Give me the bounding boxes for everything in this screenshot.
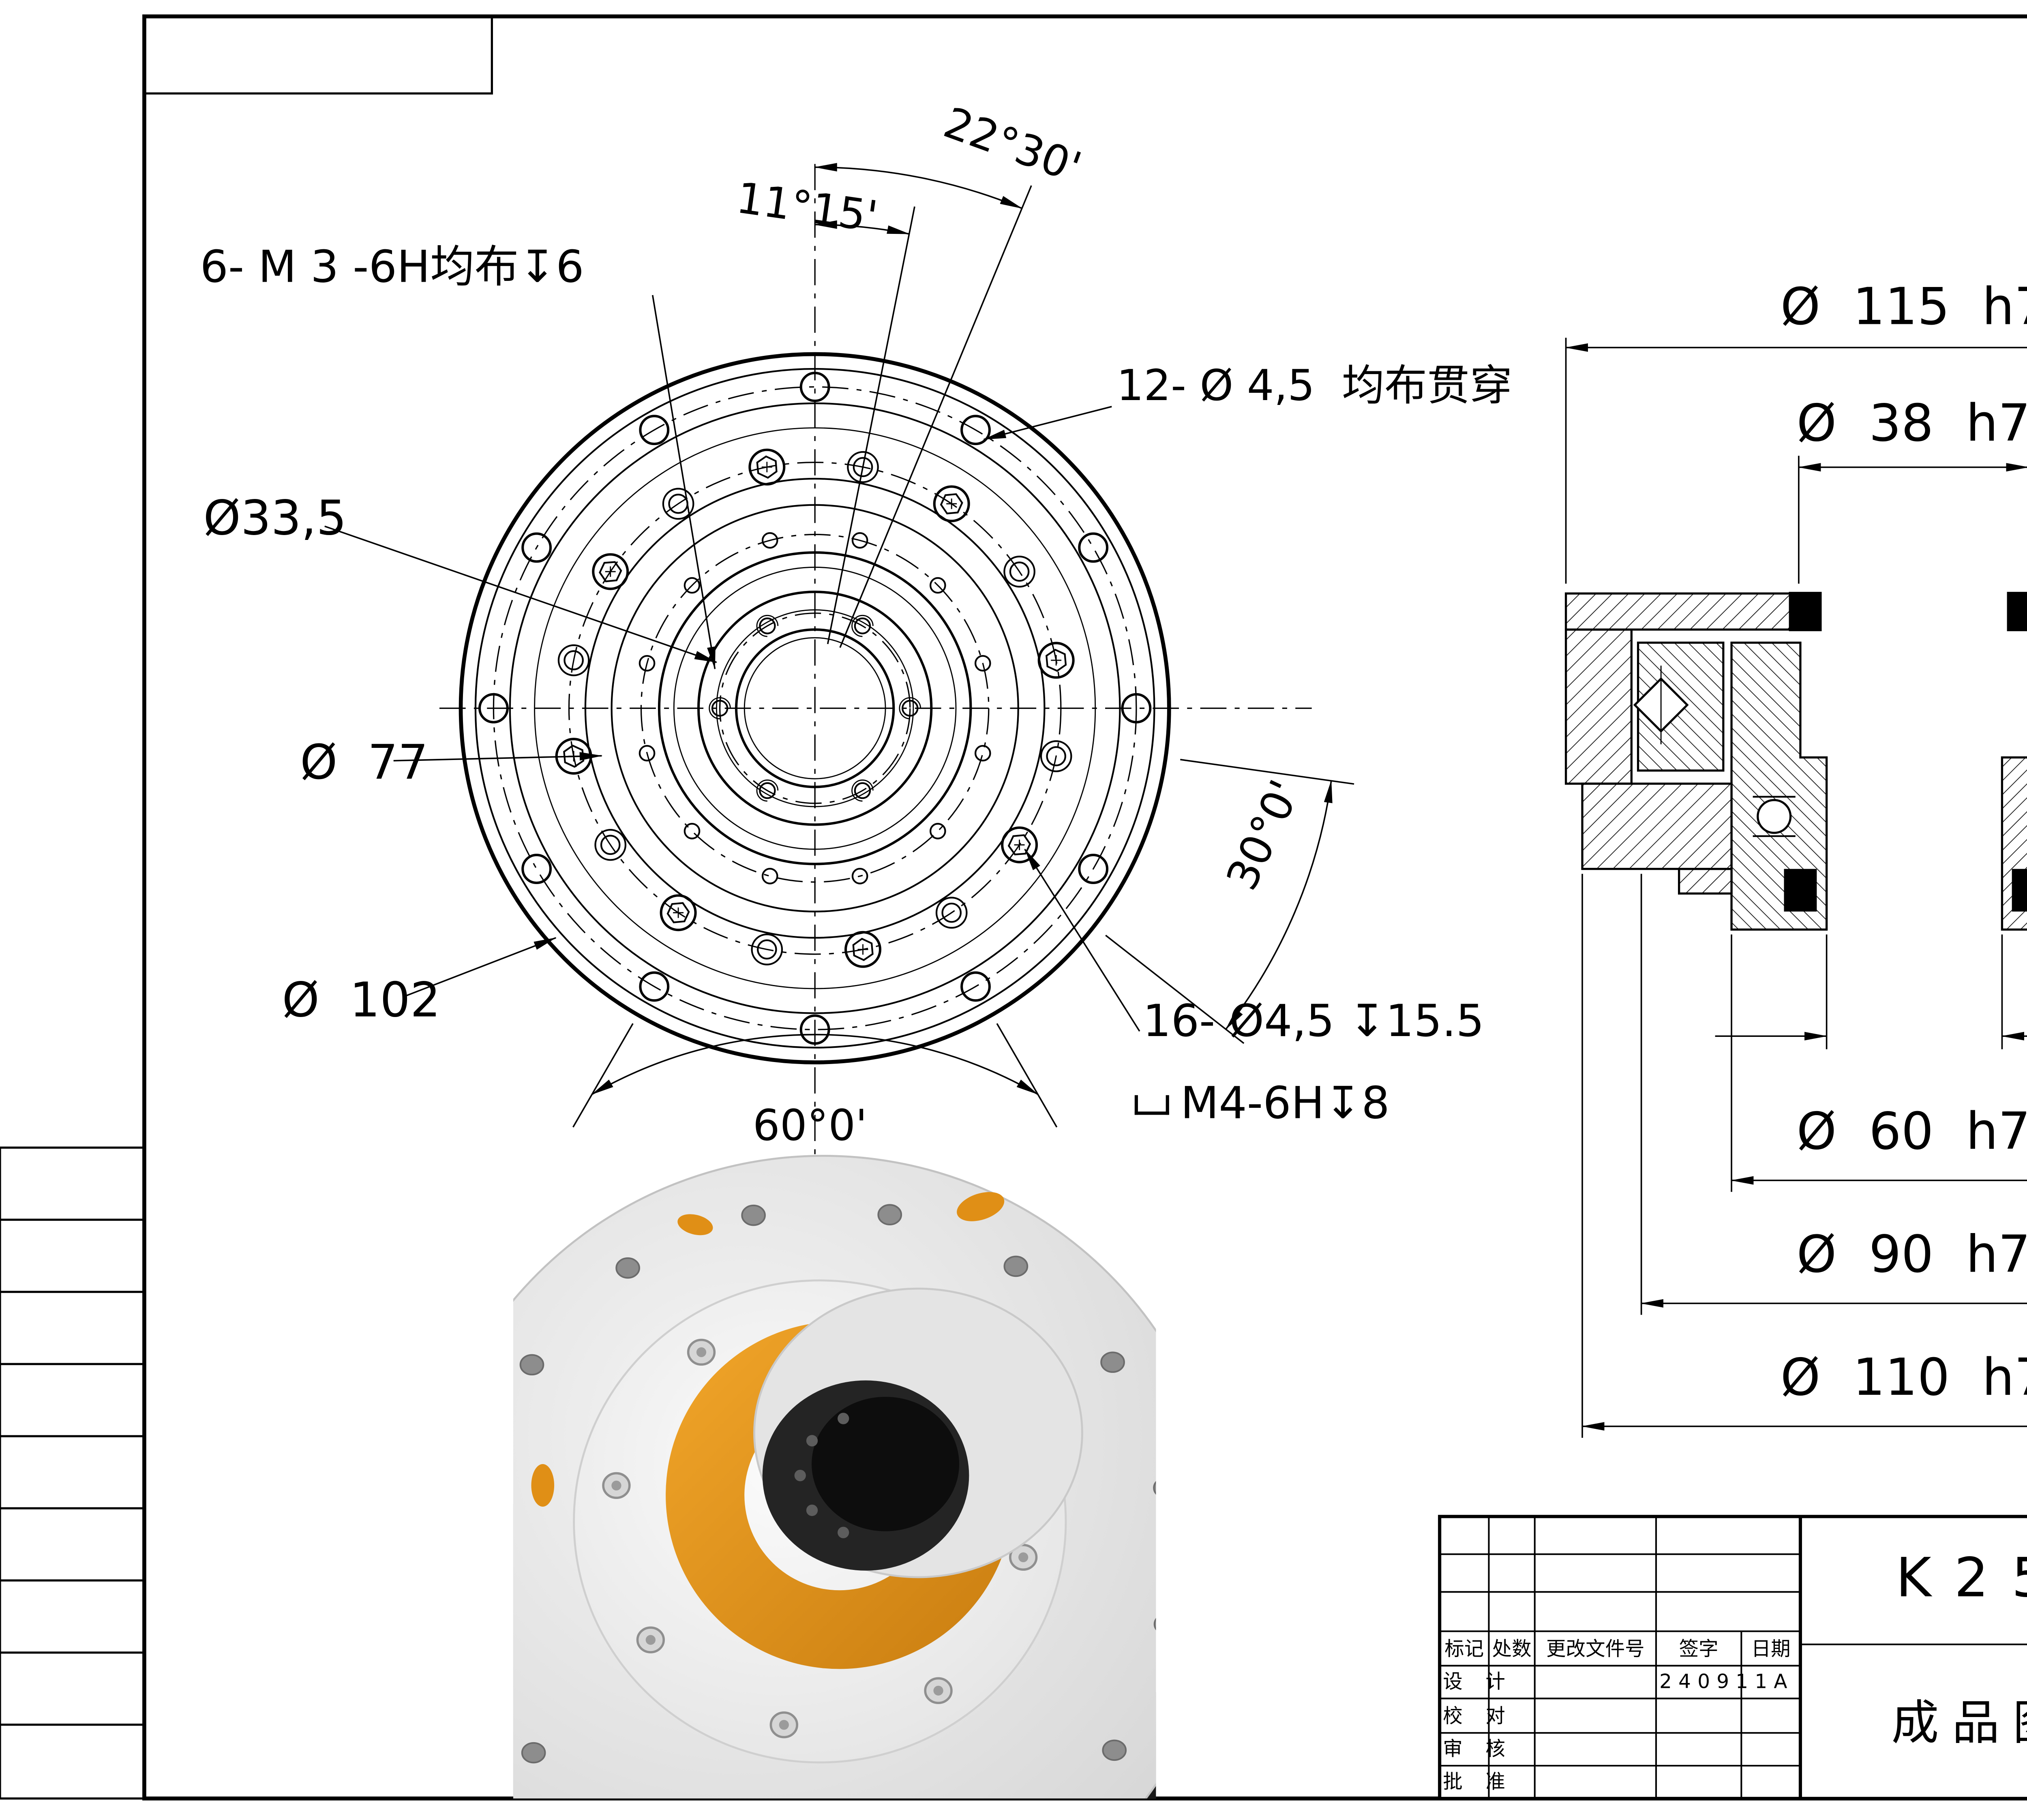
row-approve: 批准	[1443, 1770, 1528, 1793]
dim-dia-115: Ø 115 h7	[1780, 278, 2027, 338]
col-qty: 处数	[1492, 1637, 1532, 1660]
callout-12-holes: 12- Ø 4,5 均布贯穿	[1116, 362, 1513, 412]
callout-m4-thread: M4-6H↧8	[1134, 1079, 1390, 1130]
row-audit: 审核	[1443, 1737, 1528, 1760]
row-proof: 校对	[1443, 1704, 1528, 1728]
callout-16-holes: 16- Ø4,5 ↧15.5	[1143, 997, 1485, 1048]
front-view-dimensions	[324, 163, 1354, 1128]
col-mark: 标记	[1444, 1637, 1484, 1660]
sheet-frame	[0, 14, 2027, 1801]
dim-dia-60: Ø 60 h7	[1796, 1103, 2027, 1162]
dim-dia-90: Ø 90 h7	[1796, 1226, 2027, 1285]
col-sign: 签字	[1679, 1637, 1718, 1660]
callout-m4-text: M4-6H↧8	[1181, 1079, 1390, 1130]
dim-angle-60: 60°0'	[752, 1102, 868, 1152]
drawing-title: 成品图	[1891, 1695, 2027, 1751]
section-dimensions	[1565, 338, 2027, 1438]
counterbore-icon	[1134, 1094, 1169, 1114]
part-number: K25	[1896, 1545, 2027, 1610]
iso-view	[513, 1152, 1156, 1799]
dim-dia-77: Ø 77	[300, 734, 429, 790]
title-block-grid	[1438, 1515, 2027, 1800]
dim-dia-33-5: Ø33,5	[203, 490, 347, 546]
col-date: 日期	[1751, 1637, 1791, 1660]
dim-dia-38: Ø 38 h7	[1796, 394, 2027, 454]
callout-m3-holes: 6- M 3 -6H均布↧6	[200, 242, 584, 293]
design-date-code: 240911A	[1659, 1670, 1794, 1693]
dim-dia-110: Ø 110 h7	[1780, 1349, 2027, 1408]
front-view	[324, 163, 1354, 1159]
row-design: 设计	[1443, 1670, 1528, 1693]
dim-dia-102: Ø 102	[282, 972, 441, 1028]
col-change-doc: 更改文件号	[1546, 1637, 1645, 1660]
section-view	[1566, 338, 2027, 1438]
